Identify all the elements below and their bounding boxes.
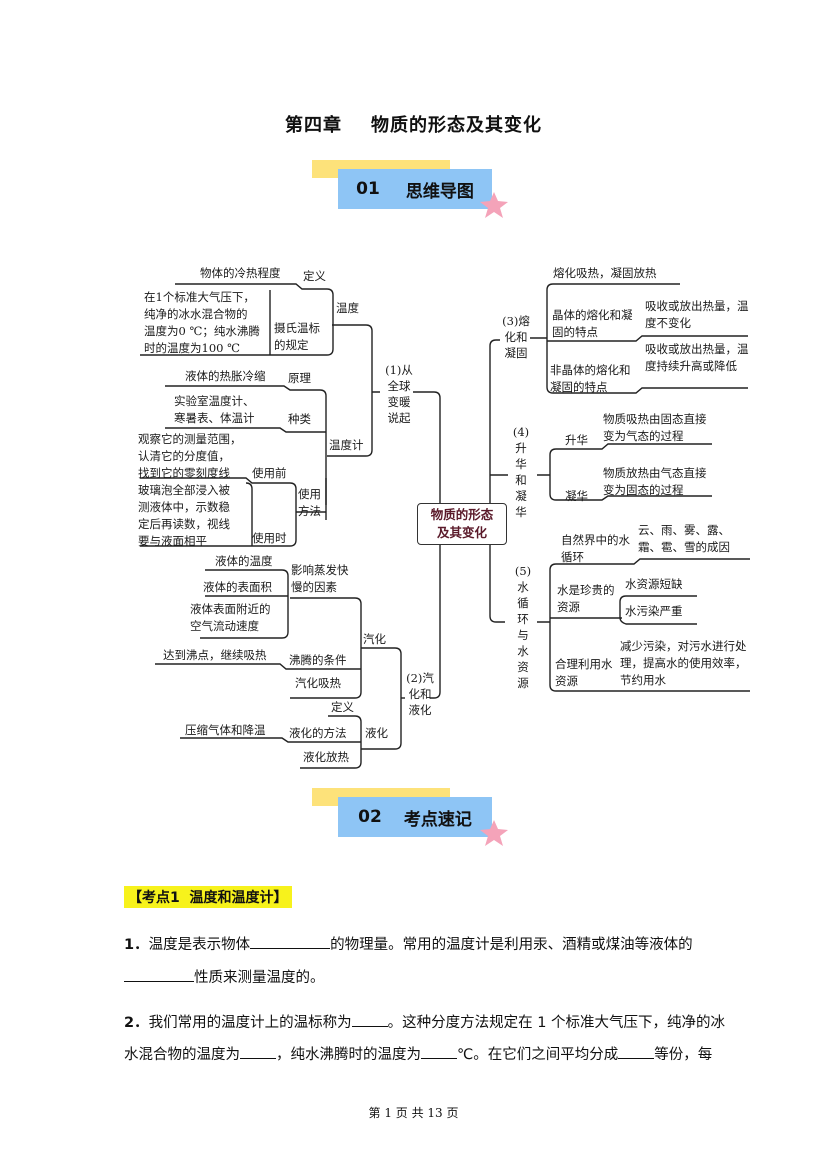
answer-blank[interactable] (240, 1044, 276, 1059)
node-zhengui: 水是珍贵的资源 (557, 583, 615, 614)
node-feijingti-value: 吸收或放出热量，温度持续升高或降低 (645, 342, 749, 373)
node-yehua-fangre: 液化放热 (303, 750, 349, 764)
node-shiyong: 使用方法 (298, 487, 321, 518)
branch-2-title: (2)汽化和液化 (406, 671, 434, 717)
node-ninghua-value: 物质放热由气态直接变为固态的过程 (603, 466, 707, 497)
mindmap-center-node: 物质的形态及其变化 (417, 503, 507, 545)
node-jingti-value: 吸收或放出热量，温度不变化 (645, 299, 749, 330)
answer-blank[interactable] (618, 1044, 655, 1059)
question-1-line-2: 性质来测量温度的。 (124, 966, 325, 987)
question-2-line-1: 2．我们常用的温度计上的温标称为。这种分度方法规定在 1 个标准大气压下，纯净的… (124, 1011, 725, 1032)
page-footer: 第 1 页 共 13 页 (368, 1106, 459, 1120)
node-heli: 合理利用水资源 (555, 657, 613, 688)
chapter-title: 第四章 物质的形态及其变化 (284, 115, 543, 136)
answer-blank[interactable] (250, 934, 331, 949)
branch-5-title: (5)水循环与水资源 (514, 564, 532, 690)
factor: 液体的表面积 (203, 580, 272, 594)
section-label: 思维导图 (405, 181, 474, 202)
node-feijingti: 非晶体的熔化和凝固的特点 (550, 363, 631, 394)
node-shenghua: 升华 (565, 433, 588, 447)
factor: 液体表面附近的空气流动速度 (190, 602, 271, 633)
branch-3-title: (3)熔化和凝固 (502, 314, 530, 360)
node-sheshi: 摄氏温标的规定 (274, 321, 320, 352)
node-dingyi: 定义 (303, 269, 326, 283)
node-sheshi-value: 在1个标准大气压下， 纯净的冰水混合物的 温度为0 ℃；纯水沸腾 时的温度为10… (144, 290, 260, 355)
question-2-line-2: 水混合物的温度为，纯水沸腾时的温度为℃。在它们之间平均分成等份，每 (124, 1043, 712, 1064)
mindmap-connectors (140, 283, 750, 769)
node-qian: 使用前 (252, 466, 287, 480)
section-banner-kaodian: 02 考点速记 (338, 797, 492, 837)
node-shenghua-value: 物质吸热由固态直接变为气态的过程 (603, 412, 707, 443)
node-feiteng-value: 达到沸点，继续吸热 (163, 648, 267, 662)
answer-blank[interactable] (124, 967, 194, 982)
node-wenduji: 温度计 (329, 438, 364, 452)
node-qihua: 汽化 (363, 632, 386, 646)
node-yehua-dingyi: 定义 (331, 700, 354, 714)
node-yingxiang: 影响蒸发快慢的因素 (291, 563, 349, 594)
section-number: 01 (356, 179, 380, 199)
node-qihua-xire: 汽化吸热 (295, 676, 341, 690)
node-xunhuan: 自然界中的水循环 (561, 533, 630, 564)
node-shi-value: 玻璃泡全部浸入被 测液体中，示数稳 定后再读数，视线 要与液面相平 (138, 483, 230, 548)
node-heli-value: 减少污染，对污水进行处理，提高水的使用效率，节约用水 (620, 639, 747, 687)
node-yuanli: 原理 (288, 371, 311, 385)
branch-1-title: (1)从全球变暖说起 (385, 363, 413, 425)
factor: 液体的温度 (215, 554, 273, 568)
node-zhengui-value: 水资源短缺 (625, 577, 683, 591)
node-yuanli-value: 液体的热胀冷缩 (185, 369, 266, 383)
branch-4-title: (4)升华和凝华 (512, 425, 530, 519)
section-number: 02 (358, 807, 382, 827)
node-fangfa-value: 压缩气体和降温 (185, 723, 266, 737)
node-jingti: 晶体的熔化和凝固的特点 (552, 308, 633, 339)
answer-blank[interactable] (421, 1044, 457, 1059)
node-fangfa: 液化的方法 (289, 726, 347, 740)
node-zhonglei-value: 实验室温度计、 寒暑表、体温计 (174, 394, 255, 425)
node-wendu: 温度 (336, 301, 359, 315)
node-zhengui-value: 水污染严重 (625, 604, 683, 618)
node-ninghua: 凝华 (565, 489, 588, 503)
star-icon (480, 820, 508, 846)
node-yehua: 液化 (365, 726, 388, 740)
node-feiteng: 沸腾的条件 (289, 653, 347, 667)
section-banner-mindmap: 01 思维导图 (338, 169, 492, 209)
answer-blank[interactable] (351, 1012, 388, 1027)
node-qian-value: 观察它的测量范围， 认清它的分度值， 找到它的零刻度线 (138, 432, 242, 480)
node-b3-item1: 熔化吸热，凝固放热 (553, 266, 657, 280)
question-1-line-1: 1．温度是表示物体的物理量。常用的温度计是利用汞、酒精或煤油等液体的 (124, 933, 693, 954)
node-xunhuan-value: 云、雨、雾、露、霜、雹、雪的成因 (638, 523, 730, 554)
section-label: 考点速记 (403, 809, 472, 830)
node-shi: 使用时 (252, 531, 287, 545)
kaodian-heading: 【考点1 温度和温度计】 (124, 886, 292, 908)
node-dingyi-value: 物体的冷热程度 (200, 266, 281, 280)
star-icon (480, 192, 508, 218)
node-zhonglei: 种类 (288, 412, 311, 426)
